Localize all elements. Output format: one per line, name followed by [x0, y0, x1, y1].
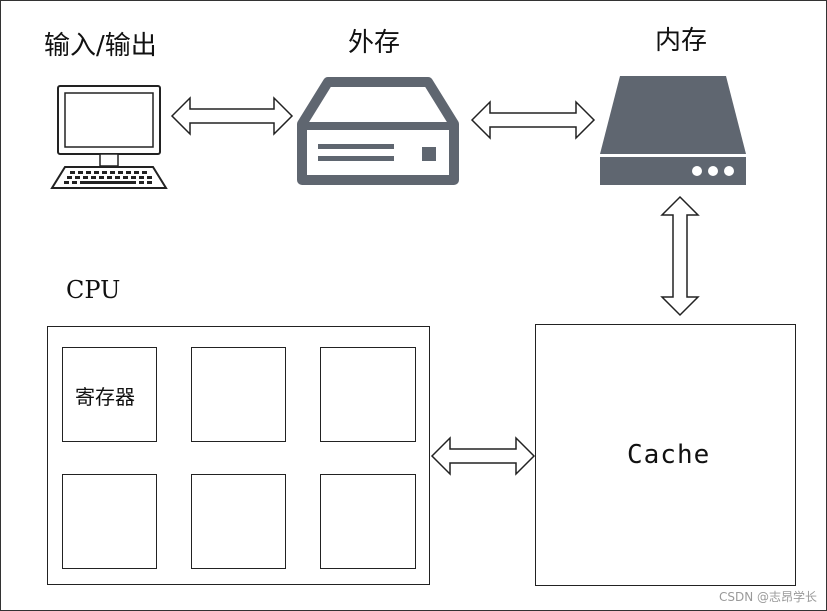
register-cell — [191, 474, 286, 569]
computer-icon — [50, 85, 168, 189]
arrow-io-storage — [170, 96, 294, 136]
arrow-storage-memory — [470, 100, 596, 140]
arrow-cpu-cache — [430, 436, 536, 476]
register-cell — [62, 347, 157, 442]
watermark: CSDN @志昂学长 — [718, 590, 817, 604]
io-label: 输入/输出 — [44, 31, 157, 61]
cpu-label: CPU — [66, 276, 121, 304]
arrow-memory-cache — [660, 195, 700, 317]
memory-server-icon — [600, 76, 746, 185]
external-storage-label: 外存 — [348, 28, 401, 58]
register-cell — [191, 347, 286, 442]
register-cell — [320, 347, 416, 442]
register-cell — [62, 474, 157, 569]
memory-label: 内存 — [655, 26, 708, 56]
cache-label: Cache — [627, 440, 711, 470]
hard-drive-icon — [297, 77, 459, 185]
register-cell — [320, 474, 416, 569]
register-label: 寄存器 — [75, 385, 135, 409]
cache-box — [535, 324, 796, 586]
